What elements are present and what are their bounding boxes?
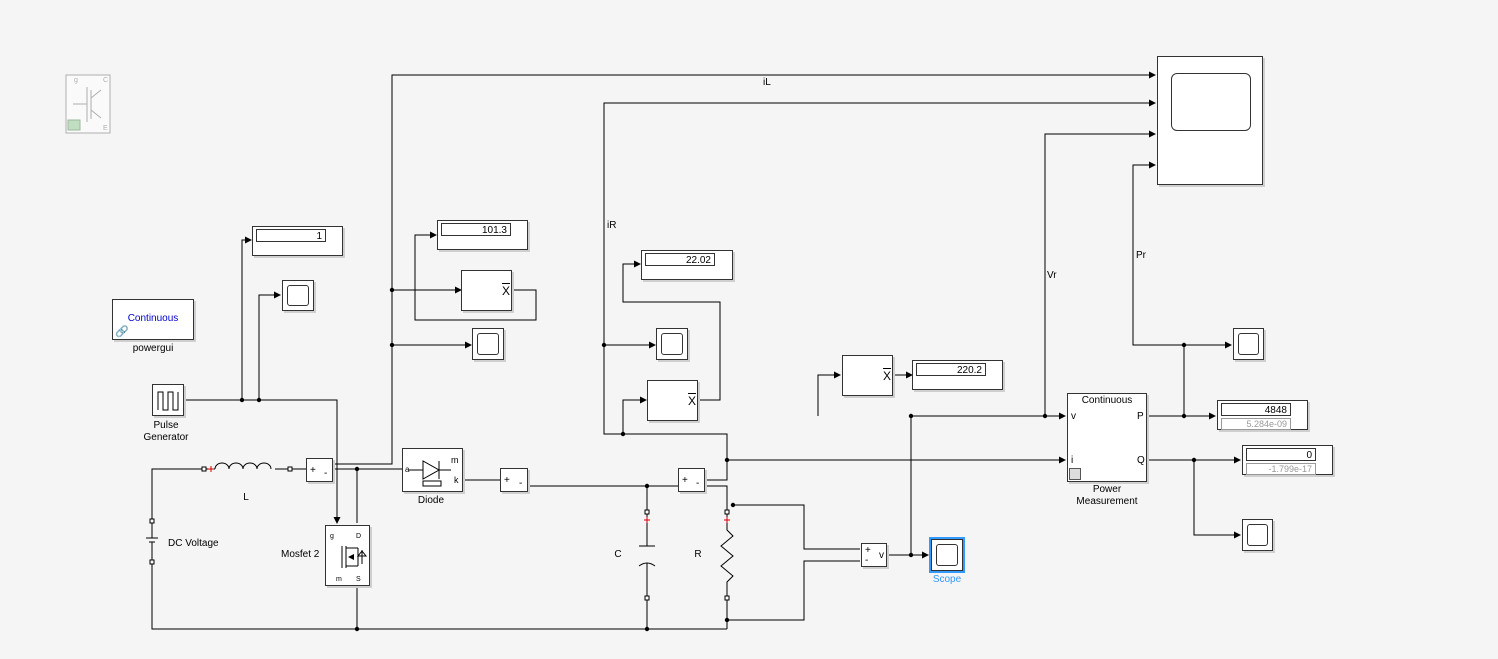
mosfet-icon: g D m S bbox=[330, 533, 368, 583]
vm-minus-wire bbox=[727, 560, 860, 621]
sensor-to-resistor-wire bbox=[705, 485, 728, 512]
power-measurement-label: Power Measurement bbox=[1076, 484, 1138, 507]
inductor-icon[interactable] bbox=[201, 462, 293, 472]
inductor-label: L bbox=[243, 492, 249, 503]
scope-label: Scope bbox=[932, 574, 962, 585]
il-mean-block[interactable]: X bbox=[461, 270, 512, 311]
ir-mean-block[interactable]: X bbox=[647, 380, 698, 421]
q-display[interactable]: 0 -1.799e-17 bbox=[1242, 445, 1333, 475]
iL-mean-to-display-line bbox=[414, 231, 537, 321]
scope-icon bbox=[1171, 73, 1251, 131]
dc-plus-wire bbox=[151, 468, 204, 521]
scope-icon bbox=[477, 333, 499, 355]
vr-to-mean-line bbox=[817, 371, 841, 416]
vm-plus-wire bbox=[733, 504, 860, 550]
ir-scope[interactable] bbox=[656, 328, 688, 360]
il-scope[interactable] bbox=[472, 328, 504, 360]
svg-text:E: E bbox=[103, 125, 108, 132]
link-icon: 🔗 bbox=[115, 326, 129, 338]
capacitor-label: C bbox=[614, 549, 622, 560]
ir-mean-display-value: 22.02 bbox=[645, 253, 715, 266]
svg-text:C: C bbox=[103, 77, 108, 84]
ir-mean-display[interactable]: 22.02 bbox=[641, 250, 733, 280]
powergui-block[interactable]: Continuous 🔗 bbox=[112, 299, 194, 340]
vr-to-power-meas-line bbox=[910, 412, 1066, 555]
port-polarity-marks bbox=[208, 466, 730, 523]
resistor-icon[interactable] bbox=[720, 509, 734, 601]
powergui-label: powergui bbox=[132, 343, 174, 354]
vr-mean-display-value: 220.2 bbox=[916, 363, 986, 376]
duty-display[interactable]: 1 bbox=[252, 226, 343, 256]
q-scope[interactable] bbox=[1242, 519, 1273, 551]
power-measurement-block[interactable]: Continuous v i P Q bbox=[1067, 393, 1147, 482]
powergui-mode-text: Continuous bbox=[127, 313, 179, 324]
current-sensor-diode[interactable]: + - bbox=[500, 468, 528, 492]
ground-bus-wire bbox=[151, 562, 727, 630]
junction-dots bbox=[239, 287, 1197, 632]
scope-icon bbox=[1238, 333, 1259, 355]
pulse-to-duty-display-line bbox=[241, 236, 252, 400]
signal-label-iL: iL bbox=[763, 77, 771, 88]
dc-voltage-label: DC Voltage bbox=[168, 538, 219, 549]
pulse-generator-block[interactable] bbox=[152, 384, 184, 416]
signal-label-Vr: Vr bbox=[1047, 270, 1057, 281]
q-to-scope-line bbox=[1193, 460, 1241, 539]
scope-icon bbox=[936, 544, 958, 566]
resistor-label: R bbox=[694, 549, 702, 560]
library-link-icon bbox=[1069, 468, 1081, 480]
svg-text:S: S bbox=[356, 576, 361, 583]
p-display-value: 4848 bbox=[1221, 403, 1291, 416]
signal-label-iR: iR bbox=[607, 220, 617, 231]
scope-block[interactable] bbox=[931, 539, 963, 571]
diode-label: Diode bbox=[417, 495, 445, 506]
p-scope[interactable] bbox=[1233, 328, 1264, 360]
p-display[interactable]: 4848 5.284e-09 bbox=[1217, 400, 1308, 430]
battery-icon[interactable] bbox=[146, 518, 158, 565]
igbt-library-icon[interactable]: g C E bbox=[65, 72, 111, 136]
pulse-to-mosfet-line bbox=[184, 399, 341, 524]
scope-selected-highlight bbox=[929, 537, 965, 573]
scope-icon bbox=[1247, 524, 1268, 546]
svg-text:g: g bbox=[74, 77, 78, 84]
p-to-main-scope-line bbox=[1132, 161, 1184, 346]
svg-text:D: D bbox=[356, 533, 361, 540]
q-display-value: 0 bbox=[1246, 448, 1316, 461]
diode-icon bbox=[409, 460, 451, 487]
mosfet-block[interactable]: g D m S bbox=[325, 525, 370, 586]
scope-icon bbox=[661, 333, 683, 355]
vr-mean-block[interactable]: X bbox=[842, 355, 893, 396]
svg-text:g: g bbox=[330, 533, 334, 540]
pulse-to-scope-line bbox=[258, 291, 281, 400]
vr-to-scope-line bbox=[1044, 130, 1156, 416]
diode-block[interactable]: m k a bbox=[402, 448, 463, 492]
il-mean-display[interactable]: 101.3 bbox=[437, 220, 528, 250]
voltage-measurement-block[interactable]: + - v bbox=[861, 543, 887, 567]
vr-mean-display[interactable]: 220.2 bbox=[912, 360, 1003, 390]
mosfet-label: Mosfet 2 bbox=[281, 549, 320, 560]
signal-label-Pr: Pr bbox=[1136, 250, 1146, 261]
pulse-icon bbox=[157, 391, 179, 411]
svg-text:m: m bbox=[336, 576, 342, 583]
duty-display-value: 1 bbox=[256, 229, 326, 242]
iL-to-scope-line bbox=[333, 71, 1156, 465]
scope-icon bbox=[287, 285, 309, 306]
pulse-scope[interactable] bbox=[282, 280, 314, 311]
iR-to-mean-line bbox=[622, 396, 647, 434]
p-display-value2: 5.284e-09 bbox=[1221, 418, 1291, 430]
current-sensor-ir[interactable]: + - bbox=[678, 468, 705, 492]
q-display-value2: -1.799e-17 bbox=[1246, 463, 1316, 475]
il-mean-display-value: 101.3 bbox=[441, 223, 511, 236]
pulse-generator-label: Pulse Generator bbox=[143, 420, 189, 443]
main-scope-block[interactable] bbox=[1157, 56, 1263, 185]
iR-to-scope-line bbox=[603, 99, 1156, 481]
capacitor-icon[interactable] bbox=[638, 509, 656, 601]
current-sensor-il[interactable]: + - bbox=[306, 458, 333, 482]
iR-mean-to-display-line bbox=[622, 260, 721, 401]
